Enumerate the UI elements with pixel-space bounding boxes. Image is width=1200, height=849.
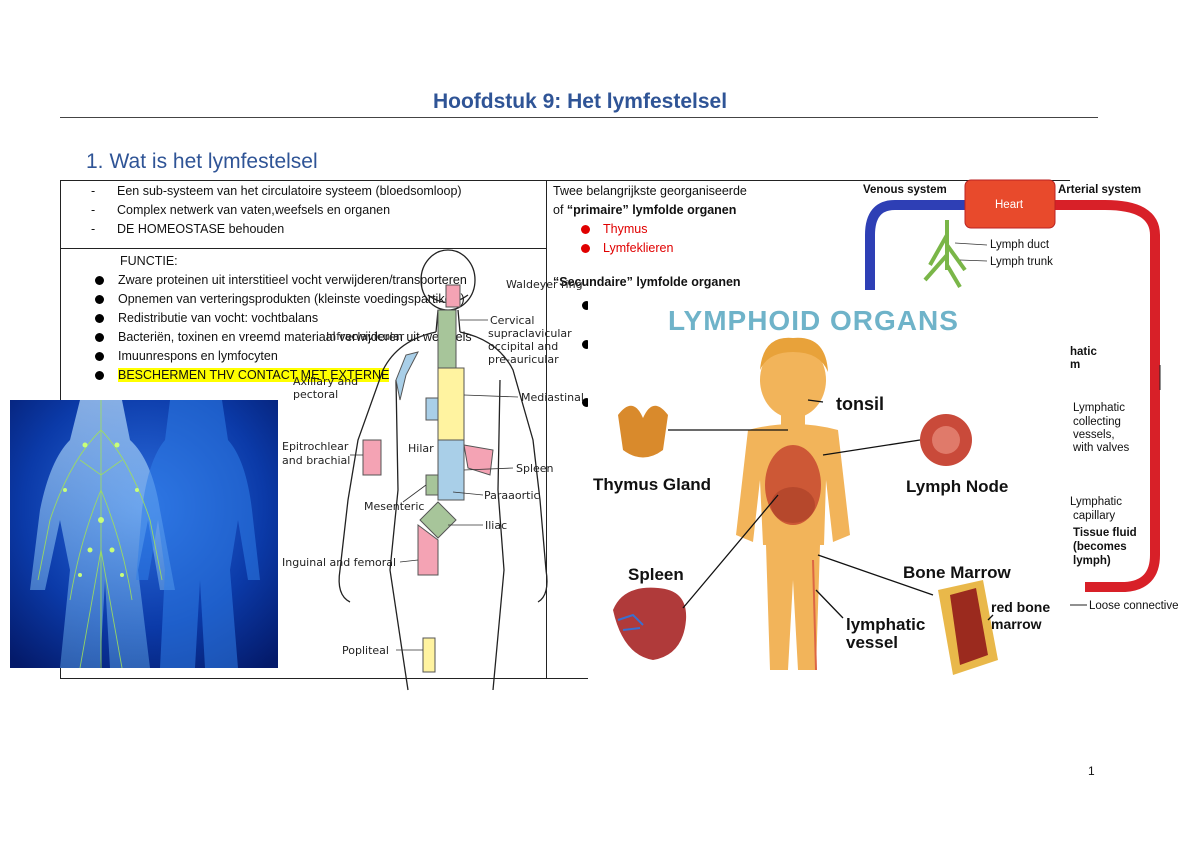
red-bone-marrow-label: marrow <box>991 616 1042 632</box>
page-title: Hoofdstuk 9: Het lymfestelsel <box>432 90 728 113</box>
waldeyer-label: Waldeyer ring <box>506 278 583 291</box>
mediastinal-label: Mediastinal <box>521 391 584 404</box>
lymph-node-label: Lymph Node <box>906 477 1008 496</box>
collecting-label: vessels, <box>1073 429 1115 441</box>
function-list: Zware proteinen uit interstitieel vocht … <box>91 271 546 385</box>
child-figure <box>736 337 850 671</box>
list-item: Complex netwerk van vaten,weefsels en or… <box>87 201 542 220</box>
bullet-dot <box>582 301 591 310</box>
collecting-label: Lymphatic <box>1073 402 1125 414</box>
mesenteric-label: Mesenteric <box>364 500 424 513</box>
list-item: Lymfeklieren <box>553 239 853 258</box>
pectoral-label: pectoral <box>293 388 338 401</box>
lymphatic-partial-label-2: m <box>1070 359 1080 371</box>
primary-heading: of “primaire” lymfolde organen <box>553 203 737 217</box>
list-item: Een sub-systeem van het circulatoire sys… <box>87 182 542 201</box>
primary-list: Thymus Lymfeklieren <box>553 220 853 258</box>
hilar-label: Hilar <box>408 442 434 455</box>
tissue-fluid-label: (becomes <box>1073 541 1127 553</box>
section-number: 1. <box>86 150 104 173</box>
primary-label: “primaire” lymfolde organen <box>566 203 737 217</box>
infraclavicular-label: Infraclavicular <box>326 330 405 343</box>
bullet-dot <box>582 398 591 407</box>
capillary-label: capillary <box>1073 510 1115 522</box>
list-item: Imuunrespons en lymfocyten <box>91 347 546 366</box>
arterial-label: Arterial system <box>1058 184 1141 196</box>
supraclavicular-label: supraclavicular <box>488 327 572 340</box>
lymphoid-organs-figure: LYMPHOID ORGANS tonsil Thymus Gland Lymp… <box>588 290 1070 685</box>
lymphatic-body-image <box>10 400 278 668</box>
organs-intro: Twee belangrijkste georganiseerde <box>553 184 747 198</box>
bullet-dot <box>582 340 591 349</box>
capillary-label: Lymphatic <box>1070 496 1122 508</box>
organs-title: LYMPHOID ORGANS <box>668 305 959 336</box>
paraaortic-label: Paraaortic <box>484 489 540 502</box>
section-heading-text: Wat is het lymfestelsel <box>109 150 318 173</box>
spleen-icon <box>613 587 687 660</box>
preauricular-label: pre-auricular <box>488 353 559 366</box>
epitrochlear-label: Epitrochlear <box>282 440 349 453</box>
table-top-border <box>60 180 1070 181</box>
circulation-diagram: Heart Venous system Arterial system Lymp… <box>855 179 1179 615</box>
table-column-divider <box>546 180 547 679</box>
page-number: 1 <box>1088 764 1095 778</box>
tissue-fluid-label: lymph) <box>1073 555 1111 567</box>
title-divider <box>60 117 1098 118</box>
iliac-label: Iliac <box>485 519 507 532</box>
tissue-fluid-label: Tissue fluid <box>1073 527 1137 539</box>
lymphatic-vessel-label: lymphatic <box>846 615 925 634</box>
tonsil-label: tonsil <box>836 394 884 414</box>
loose-connective-label: Loose connective <box>1089 600 1179 612</box>
table-bottom-border <box>60 678 1070 679</box>
spleen-label: Spleen <box>628 565 684 584</box>
list-item: Bacteriën, toxinen en vreemd materiaal v… <box>91 328 546 347</box>
function-label: FUNCTIE: <box>120 254 178 268</box>
lymphatic-vessel-label: vessel <box>846 633 898 652</box>
table-row-divider <box>60 248 546 249</box>
section-heading: 1.Wat is het lymfestelsel <box>86 150 318 174</box>
function-cell: FUNCTIE: Zware proteinen uit interstitie… <box>91 252 546 385</box>
list-item: Thymus <box>553 220 853 239</box>
secondary-label: “Secundaire” lymfolde organen <box>553 275 741 289</box>
occipital-label: occipital and <box>488 340 558 353</box>
collecting-label: collecting <box>1073 416 1121 428</box>
bone-marrow-label: Bone Marrow <box>903 563 1011 582</box>
list-item: DE HOMEOSTASE behouden <box>87 220 542 239</box>
list-item: Zware proteinen uit interstitieel vocht … <box>91 271 546 290</box>
lymphatic-partial-label: hatic <box>1070 346 1097 358</box>
heart-label: Heart <box>995 199 1024 211</box>
organs-cell: Twee belangrijkste georganiseerde of “pr… <box>553 182 853 292</box>
brachial-label: and brachial <box>282 454 350 467</box>
intro-list: Een sub-systeem van het circulatoire sys… <box>87 182 542 239</box>
heart-icon <box>964 179 1056 229</box>
intro-cell: Een sub-systeem van het circulatoire sys… <box>87 182 542 239</box>
popliteal-label: Popliteal <box>342 644 389 657</box>
cervical-label: Cervical <box>490 314 534 327</box>
lymph-trunk-label: Lymph trunk <box>990 256 1053 268</box>
red-bone-marrow-label: red bone <box>991 599 1050 615</box>
axillary-label: Axillary and <box>293 375 358 388</box>
collecting-label: with valves <box>1072 442 1129 454</box>
lymph-duct-label: Lymph duct <box>990 239 1050 251</box>
list-item-highlighted: BESCHERMEN THV CONTACT MET EXTERNE <box>91 366 546 385</box>
venous-label: Venous system <box>863 184 947 196</box>
inguinal-label: Inguinal and femoral <box>282 556 396 569</box>
list-item: Redistributie van vocht: vochtbalans <box>91 309 546 328</box>
lymph-node-diagram: Waldeyer ring Cervical supraclavicular o… <box>282 249 584 691</box>
thymus-icon <box>618 405 668 458</box>
spleen-node-label: Spleen <box>516 462 554 475</box>
list-item: Opnemen van verteringsprodukten (kleinst… <box>91 290 546 309</box>
thymus-label: Thymus Gland <box>593 475 711 494</box>
